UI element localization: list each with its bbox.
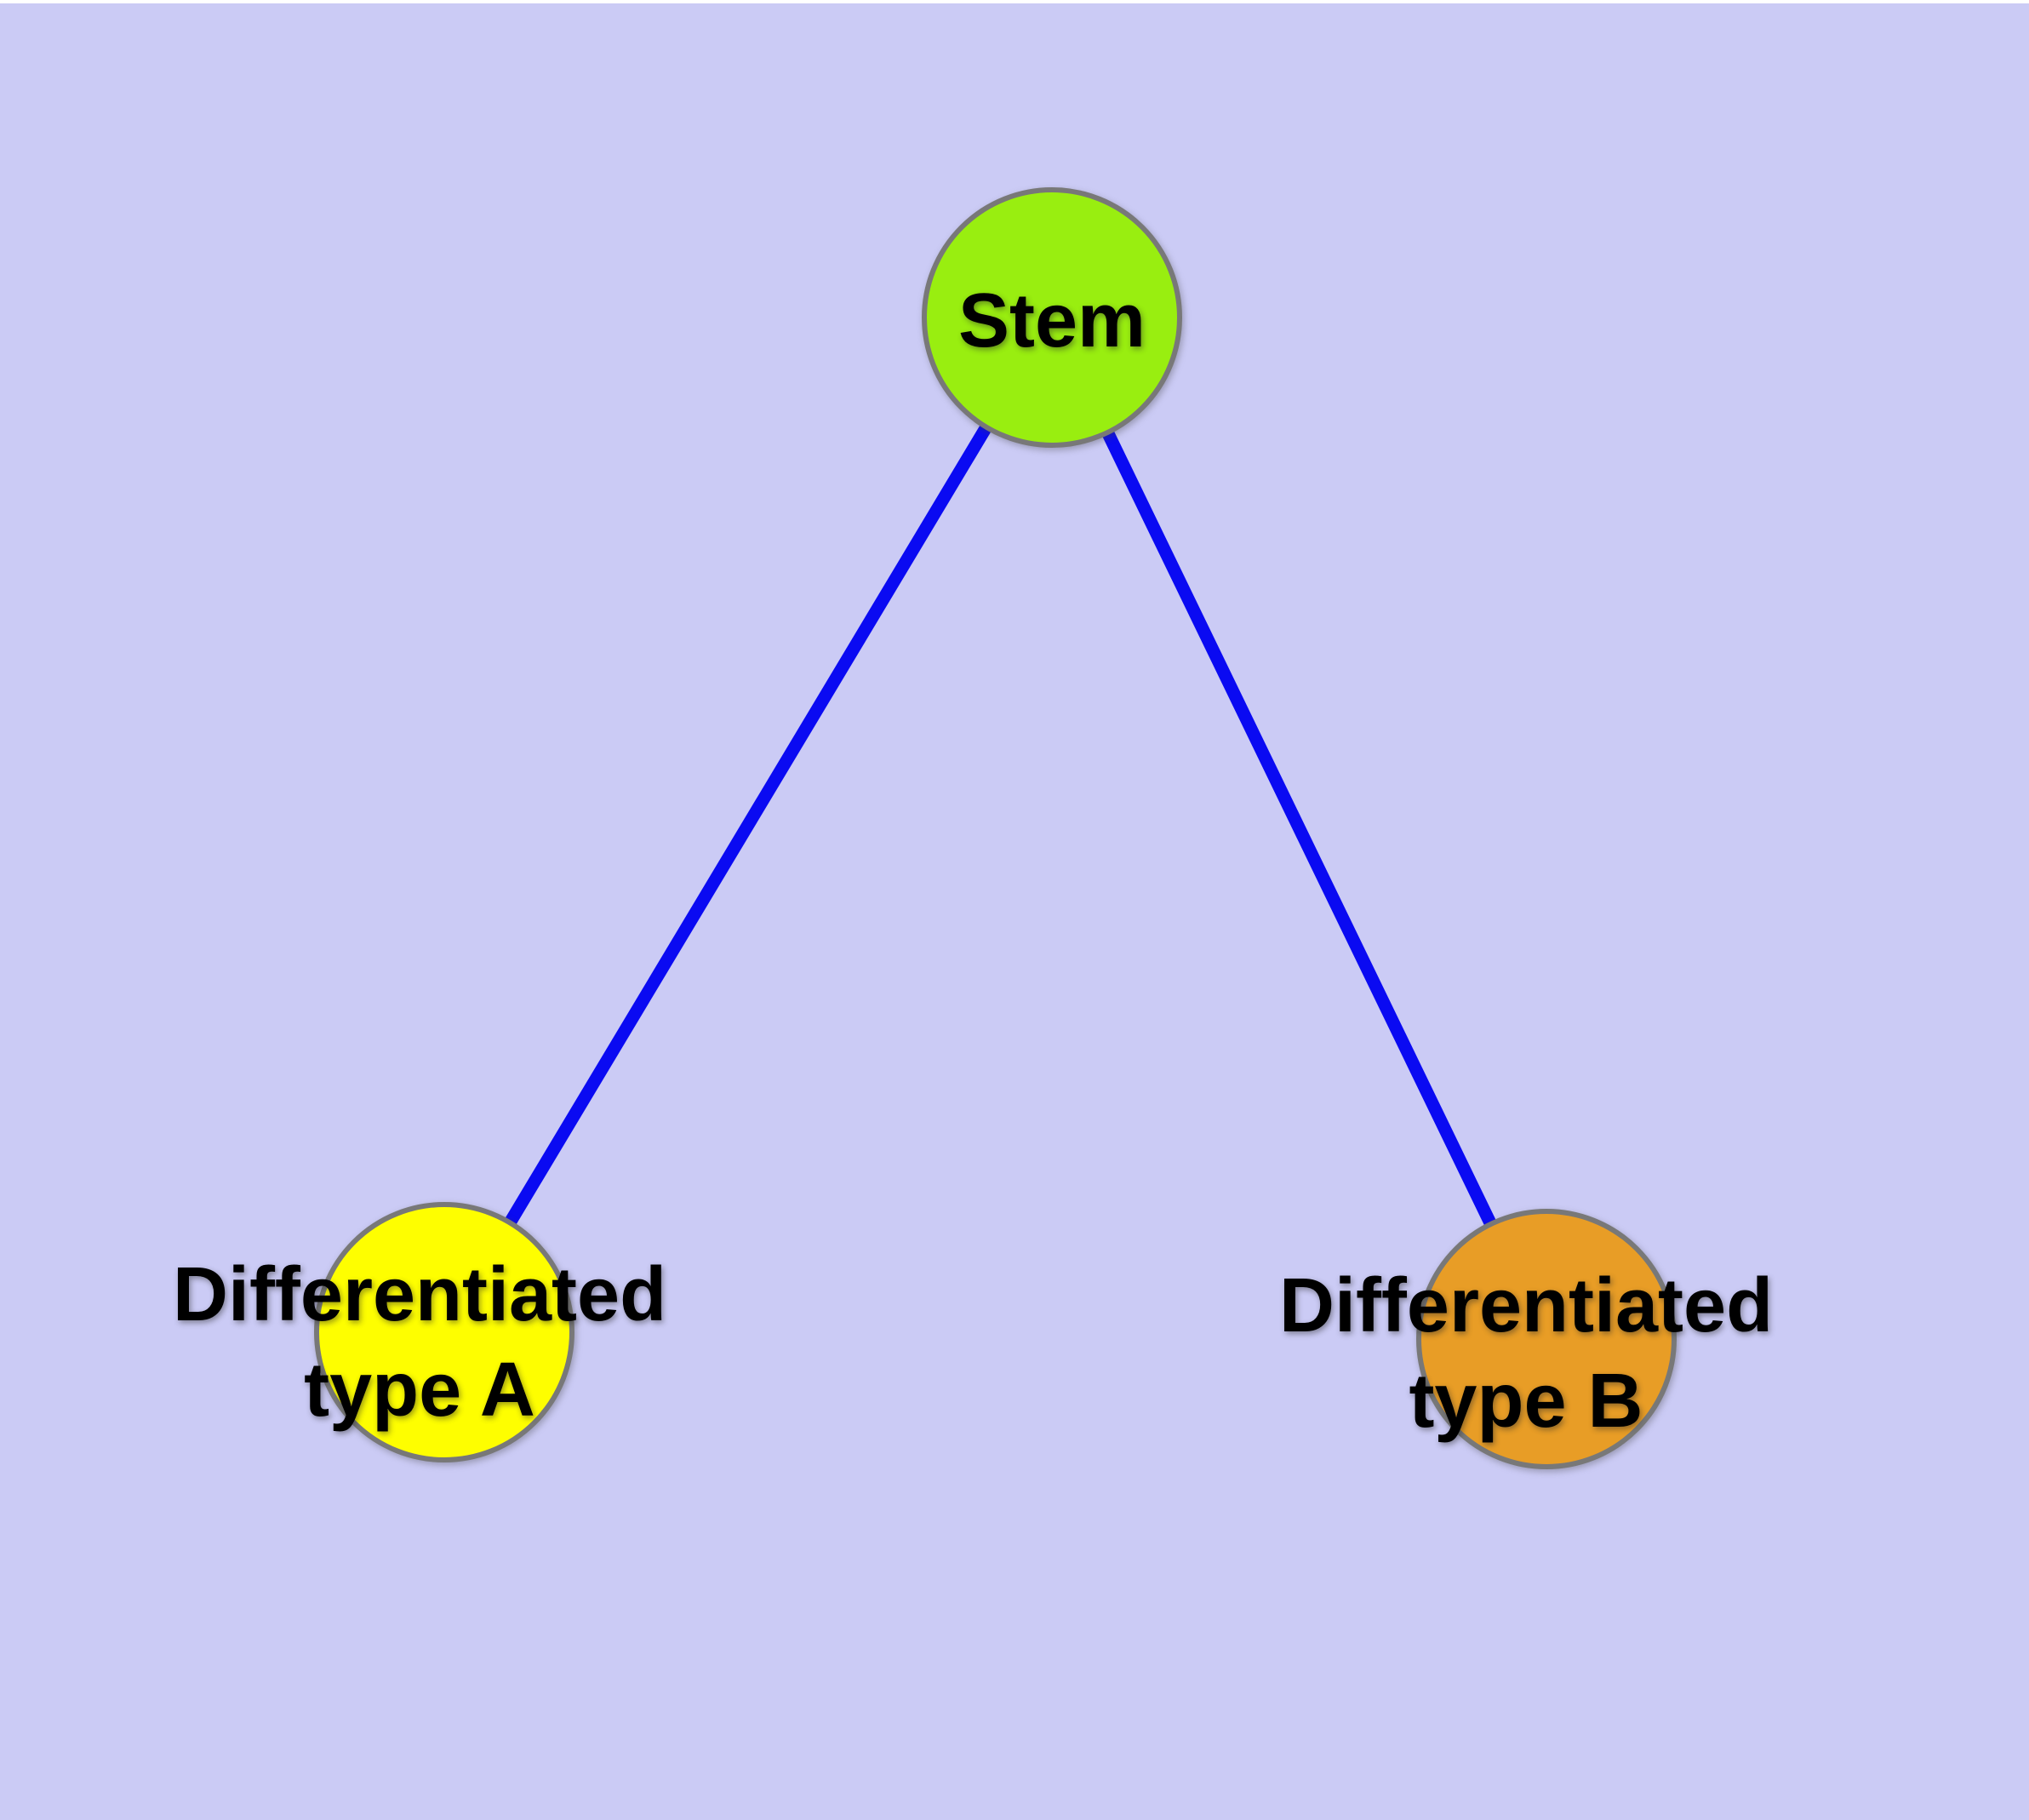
stem-node-circle[interactable]	[922, 187, 1182, 448]
type-a-label-line2: type A	[304, 1348, 535, 1433]
top-border-strip	[0, 0, 2029, 3]
type-b-node-label: Differentiated type B	[1279, 1258, 1773, 1449]
stem-node-label: Stem	[957, 278, 1146, 363]
type-b-label-line2: type B	[1409, 1359, 1643, 1444]
type-b-node-circle[interactable]	[1416, 1209, 1677, 1469]
edge-stem-to-type-a[interactable]	[438, 314, 1058, 1336]
type-b-label-line1: Differentiated	[1278, 1263, 1774, 1348]
edge-stem-to-type-b[interactable]	[1046, 314, 1552, 1342]
type-a-node-label: Differentiated type A	[173, 1247, 666, 1438]
type-a-node-circle[interactable]	[314, 1202, 574, 1462]
type-a-label-line1: Differentiated	[172, 1252, 667, 1337]
